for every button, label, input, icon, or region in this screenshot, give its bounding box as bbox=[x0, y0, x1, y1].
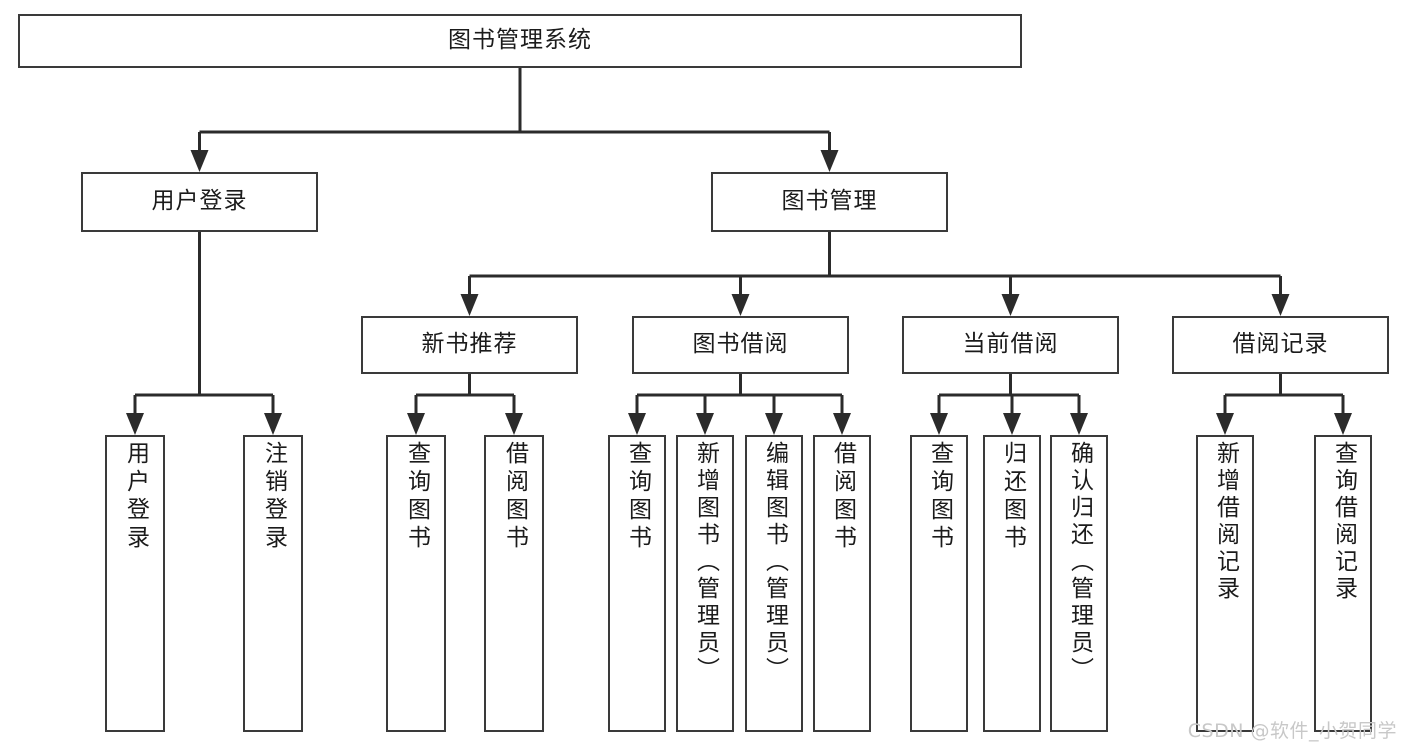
node-label: 图书管理系统 bbox=[448, 27, 592, 54]
node-borrow[interactable]: 图书借阅 bbox=[632, 316, 849, 374]
node-leaf-bor-2[interactable]: 新增图书（管理员） bbox=[676, 435, 734, 732]
node-label: 归还图书 bbox=[999, 441, 1026, 553]
node-label: 查询借阅记录 bbox=[1330, 441, 1357, 603]
node-leaf-login-1[interactable]: 用户登录 bbox=[105, 435, 165, 732]
node-leaf-cur-1[interactable]: 查询图书 bbox=[910, 435, 968, 732]
node-label: 查询图书 bbox=[624, 441, 651, 553]
node-records[interactable]: 借阅记录 bbox=[1172, 316, 1389, 374]
node-leaf-bor-4[interactable]: 借阅图书 bbox=[813, 435, 871, 732]
node-leaf-new-2[interactable]: 借阅图书 bbox=[484, 435, 544, 732]
node-bookmgmt[interactable]: 图书管理 bbox=[711, 172, 948, 232]
node-root[interactable]: 图书管理系统 bbox=[18, 14, 1022, 68]
node-label: 新增图书（管理员） bbox=[692, 441, 719, 684]
watermark: CSDN @软件_小贺同学 bbox=[1187, 720, 1397, 742]
node-current[interactable]: 当前借阅 bbox=[902, 316, 1119, 374]
node-leaf-cur-3[interactable]: 确认归还（管理员） bbox=[1050, 435, 1108, 732]
node-label: 图书借阅 bbox=[692, 331, 789, 358]
node-label: 编辑图书（管理员） bbox=[761, 441, 788, 684]
node-label: 新增借阅记录 bbox=[1212, 441, 1239, 603]
node-leaf-bor-1[interactable]: 查询图书 bbox=[608, 435, 666, 732]
node-label: 注销登录 bbox=[260, 441, 287, 553]
node-label: 借阅图书 bbox=[829, 441, 856, 553]
node-leaf-rec-1[interactable]: 新增借阅记录 bbox=[1196, 435, 1254, 732]
node-newbook[interactable]: 新书推荐 bbox=[361, 316, 578, 374]
node-leaf-login-2[interactable]: 注销登录 bbox=[243, 435, 303, 732]
node-label: 用户登录 bbox=[151, 188, 248, 215]
node-label: 查询图书 bbox=[403, 441, 430, 553]
node-label: 借阅记录 bbox=[1232, 331, 1329, 358]
node-leaf-rec-2[interactable]: 查询借阅记录 bbox=[1314, 435, 1372, 732]
node-label: 用户登录 bbox=[122, 441, 149, 553]
node-label: 查询图书 bbox=[926, 441, 953, 553]
node-login[interactable]: 用户登录 bbox=[81, 172, 318, 232]
node-label: 确认归还（管理员） bbox=[1066, 441, 1093, 684]
node-leaf-new-1[interactable]: 查询图书 bbox=[386, 435, 446, 732]
node-label: 借阅图书 bbox=[501, 441, 528, 553]
node-label: 新书推荐 bbox=[421, 331, 518, 358]
node-leaf-cur-2[interactable]: 归还图书 bbox=[983, 435, 1041, 732]
node-label: 图书管理 bbox=[781, 188, 878, 215]
node-leaf-bor-3[interactable]: 编辑图书（管理员） bbox=[745, 435, 803, 732]
node-label: 当前借阅 bbox=[962, 331, 1059, 358]
